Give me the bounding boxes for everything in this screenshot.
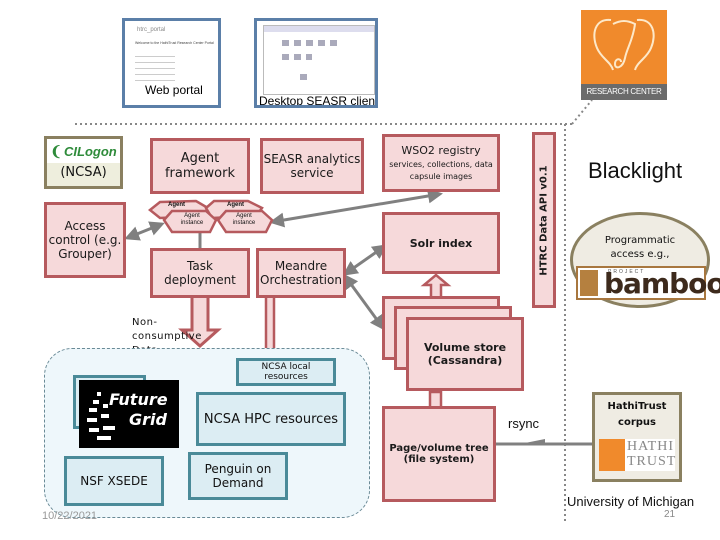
solr-label: Solr index [409,236,473,250]
ncsa-local-label: NCSA local resources [261,362,311,382]
ncsa-local-box[interactable]: NCSA local resources [236,358,336,386]
arrow-wso2-agent [269,188,443,228]
futuregrid-icon [87,392,115,440]
hathitrust-elephant-icon [599,439,625,471]
hathitrust-corpus-label: HathiTrust corpus [607,401,667,428]
elephant-icon [593,18,655,71]
programmatic-access-label: Programmatic access e.g., [604,235,676,260]
htrc-api-box[interactable]: HTRC Data API v0.1 [532,132,556,308]
seasr-analytics-box[interactable]: SEASR analytics service [260,138,364,194]
arrow-meandre-volume [343,273,385,331]
wso2-title: WSO2 registry [401,143,481,157]
htrc-api-label: HTRC Data API v0.1 [538,164,550,276]
cilogon-box: ❨ CILogon (NCSA) [44,136,123,189]
desktop-seasr-label: Desktop SEASR client [259,94,378,108]
futuregrid-line1: Future [109,390,168,409]
hathi-line2: TRUST [627,454,677,469]
portal-heading: Welcome to the HathiTrust Research Cente… [135,41,214,45]
agent-label-1: Agent [168,202,185,208]
meandre-label: Meandre Orchestration [260,259,342,287]
footer-date: 10/22/2021 [42,510,98,522]
cilogon-caption: (NCSA) [60,165,107,180]
web-portal-label: Web portal [145,83,203,97]
portal-form-lines [135,51,175,86]
page-number: 21 [664,509,676,520]
page-volume-tree-box[interactable]: Page/volume tree (file system) [382,406,496,502]
hathitrust-logo: HATHI TRUST [599,439,675,471]
hathi-line1: HATHI [627,439,674,454]
ncsa-hpc-label: NCSA HPC resources [203,411,339,427]
agent-framework-label: Agent framework [164,151,235,181]
nsf-xsede-label: NSF XSEDE [80,474,148,488]
research-center-label: RESEARCH CENTER [581,84,667,100]
volume-store-box[interactable]: Volume store (Cassandra) [406,317,524,391]
desktop-window-content [263,25,375,95]
arrow-task-down [178,294,222,349]
ncsa-hpc-box[interactable]: NCSA HPC resources [196,392,346,446]
blacklight-label: Blacklight [588,158,683,183]
agent-framework-box[interactable]: Agent framework [150,138,250,194]
separator-diag [571,99,593,125]
university-label: University of Michigan [567,494,695,509]
agent-instance-label-1: Agent instance [180,213,204,226]
cilogon-logo-text: CILogon [64,143,117,159]
cilogon-icon: ❨ [50,142,62,159]
bamboo-name: bamboo [604,267,720,300]
access-control-box[interactable]: Access control (e.g. Grouper) [44,202,126,278]
task-deployment-label: Task deployment [164,259,236,287]
penguin-label: Penguin on Demand [204,462,272,490]
rsync-label: rsync [508,416,540,431]
page-volume-tree-label: Page/volume tree (file system) [389,443,489,465]
hathitrust-corpus-box[interactable]: HathiTrust corpus HATHI TRUST [592,392,682,482]
bamboo-project-label: PROJECT [608,269,646,275]
wso2-box[interactable]: WSO2 registry services, collections, dat… [382,134,500,192]
meandre-box[interactable]: Meandre Orchestration [256,248,346,298]
nsf-xsede-box[interactable]: NSF XSEDE [64,456,164,506]
agent-label-2: Agent [227,202,244,208]
access-control-label: Access control (e.g. Grouper) [48,219,122,261]
cilogon-logo: ❨ CILogon [47,139,120,163]
web-portal-screenshot[interactable]: htrc_portal Welcome to the HathiTrust Re… [122,18,221,108]
research-center-logo: RESEARCH CENTER [581,10,667,100]
desktop-seasr-screenshot[interactable]: Desktop SEASR client [254,18,378,108]
agent-instance-label-2: Agent instance [232,213,256,226]
futuregrid-logo[interactable]: Future Grid [79,380,179,448]
seasr-analytics-label: SEASR analytics service [263,152,361,180]
wso2-subtitle: services, collections, data capsule imag… [389,159,493,181]
penguin-box[interactable]: Penguin on Demand [188,452,288,500]
futuregrid-line2: Grid [129,410,167,429]
bamboo-icon [580,270,598,296]
task-deployment-box[interactable]: Task deployment [150,248,250,298]
arrow-access-agent [124,221,165,241]
rsync-arrowhead [520,439,545,444]
bamboo-logo: PROJECT bamboo [576,266,720,300]
arrow-meandre-solr [342,244,388,276]
portal-title: htrc_portal [137,27,166,33]
solr-box[interactable]: Solr index [382,212,500,274]
volume-store-label: Volume store (Cassandra) [423,341,507,367]
